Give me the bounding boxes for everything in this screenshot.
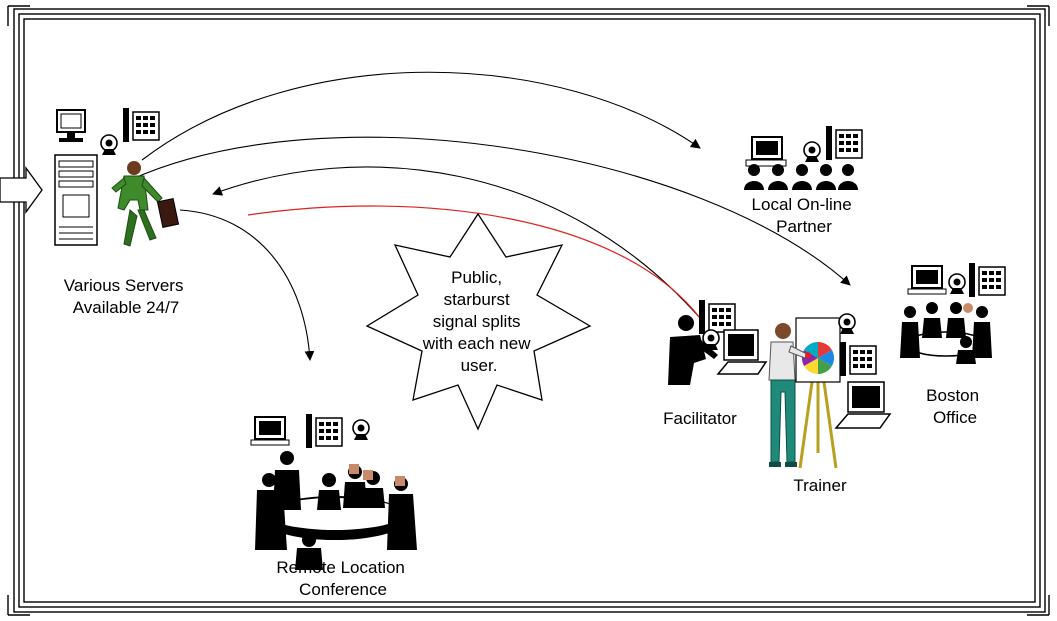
webcam-icon — [352, 419, 370, 440]
starburst-text: Public, starburst signal splits with eac… — [422, 268, 535, 375]
presenter-icon — [768, 323, 811, 467]
curve-facilitator-to-servers — [212, 166, 701, 319]
local-partner-label: Local On-line Partner — [752, 195, 857, 236]
connections — [129, 71, 851, 361]
phone-icon — [699, 300, 736, 334]
webcam-icon — [100, 134, 118, 155]
webcam-icon — [948, 273, 966, 294]
starburst-line: starburst — [444, 290, 510, 309]
outer-frame — [7, 5, 1050, 616]
webcam-icon — [838, 313, 856, 334]
facilitator-group — [668, 300, 768, 385]
signal-curve — [247, 205, 701, 319]
curve-servers-to-local — [141, 71, 701, 161]
phone-icon — [826, 126, 863, 160]
monitor-icon — [745, 136, 787, 167]
servers-label: Various Servers Available 24/7 — [64, 276, 188, 317]
audience-icon — [744, 164, 858, 190]
remote-label: Remote Location Conference — [276, 558, 409, 599]
starburst-line: user. — [461, 356, 498, 375]
facilitator-label: Facilitator — [663, 409, 737, 428]
meeting-group-icon — [900, 302, 992, 364]
starburst-line: Public, — [451, 268, 502, 287]
laptop-icon — [834, 381, 892, 429]
boston-label: Boston Office — [926, 386, 984, 427]
trainer-group — [768, 313, 892, 469]
starburst-line: signal splits — [433, 312, 521, 331]
monitor-icon — [56, 109, 86, 142]
webcam-icon — [702, 329, 720, 350]
starburst-line: with each new — [422, 334, 531, 353]
phone-icon — [123, 108, 160, 142]
businessman-icon — [111, 161, 180, 247]
remote-group — [250, 414, 417, 570]
local-partner-group — [744, 126, 863, 190]
phone-icon — [306, 414, 343, 448]
trainer-label: Trainer — [793, 476, 847, 495]
conference-table-icon — [255, 451, 417, 570]
monitor-icon — [250, 416, 290, 446]
boston-group — [900, 263, 1006, 364]
starburst-shape — [365, 212, 592, 431]
curve-servers-to-remote — [179, 209, 315, 361]
laptop-icon — [716, 329, 768, 375]
server-tower-icon — [54, 154, 98, 246]
servers-group — [54, 108, 180, 247]
incoming-arrow — [0, 166, 43, 214]
curve-servers-to-boston — [129, 136, 851, 286]
easel-pie-chart-icon — [795, 317, 841, 469]
webcam-icon — [803, 141, 821, 162]
monitor-icon — [907, 265, 947, 295]
phone-icon — [840, 342, 877, 376]
person-at-desk-icon — [668, 315, 718, 385]
phone-icon — [969, 263, 1006, 297]
